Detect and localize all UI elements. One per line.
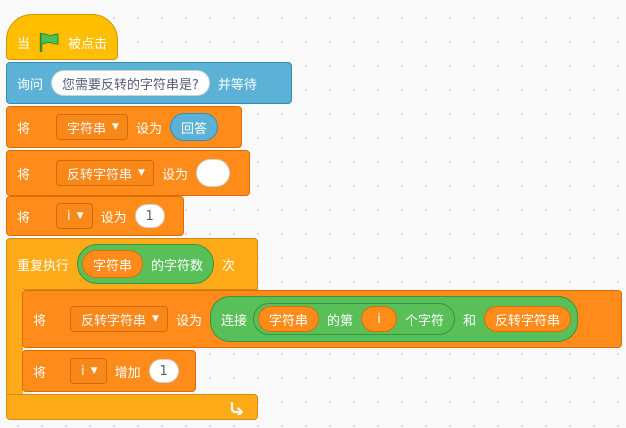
set-label: 将 <box>33 313 47 329</box>
length-label: 的字符数 <box>151 258 204 274</box>
string-variable-reporter[interactable]: 字符串 <box>257 306 319 332</box>
repeat-label: 重复执行 <box>17 258 70 274</box>
set-string-block[interactable]: 将 字符串 ▼ 设为 回答 <box>6 106 242 148</box>
when-label: 当 <box>17 36 31 52</box>
repeat-block-arm <box>6 288 23 396</box>
times-label: 次 <box>222 258 236 274</box>
letter-pre-label: 的第 <box>327 313 354 329</box>
repeat-block[interactable]: 重复执行 字符串 的字符数 次 <box>6 238 258 290</box>
question-input[interactable]: 您需要反转的字符串是? <box>51 70 210 96</box>
to-label: 设为 <box>100 210 127 226</box>
caret-down-icon: ▼ <box>76 211 84 221</box>
variable-dropdown[interactable]: 反转字符串 ▼ <box>70 306 168 332</box>
variable-name: i <box>81 363 85 379</box>
and-label: 和 <box>463 313 477 329</box>
green-flag-icon <box>38 32 60 52</box>
value-input[interactable]: 1 <box>148 359 179 383</box>
set-i-block[interactable]: 将 i ▼ 设为 1 <box>6 196 184 236</box>
variable-dropdown[interactable]: 反转字符串 ▼ <box>56 160 154 186</box>
variable-dropdown[interactable]: i ▼ <box>56 203 93 229</box>
variable-name: 字符串 <box>67 121 107 137</box>
variable-name: 反转字符串 <box>81 313 147 329</box>
change-label: 将 <box>33 365 47 381</box>
set-label: 将 <box>17 167 31 183</box>
letter-of-operator[interactable]: 字符串 的第 i 个字符 <box>252 303 456 335</box>
caret-down-icon: ▼ <box>138 168 145 178</box>
loop-arrow-icon <box>229 399 245 415</box>
variable-name: 反转字符串 <box>67 167 133 183</box>
value-input[interactable] <box>195 159 230 187</box>
string-variable-reporter[interactable]: 字符串 <box>82 250 144 278</box>
change-i-block[interactable]: 将 i ▼ 增加 1 <box>22 350 196 392</box>
caret-down-icon: ▼ <box>90 366 98 376</box>
reversed-string-variable-reporter[interactable]: 反转字符串 <box>484 306 572 332</box>
by-label: 增加 <box>114 365 141 381</box>
to-label: 设为 <box>161 167 188 183</box>
to-label: 设为 <box>135 121 162 137</box>
variable-dropdown[interactable]: 字符串 ▼ <box>56 114 128 140</box>
caret-down-icon: ▼ <box>152 314 159 324</box>
answer-reporter[interactable]: 回答 <box>169 113 218 141</box>
letter-post-label: 个字符 <box>405 313 445 329</box>
and-wait-label: 并等待 <box>217 77 257 93</box>
set-reversed-string-block[interactable]: 将 反转字符串 ▼ 设为 <box>6 150 250 196</box>
caret-down-icon: ▼ <box>112 122 119 132</box>
i-variable-reporter[interactable]: i <box>361 306 398 332</box>
when-flag-clicked-block[interactable]: 当 被点击 <box>6 14 118 60</box>
length-of-operator[interactable]: 字符串 的字符数 <box>77 244 215 284</box>
join-label: 连接 <box>220 313 247 329</box>
to-label: 设为 <box>175 313 202 329</box>
ask-and-wait-block[interactable]: 询问 您需要反转的字符串是? 并等待 <box>6 62 292 104</box>
clicked-label: 被点击 <box>68 36 108 52</box>
set-label: 将 <box>17 121 31 137</box>
ask-label: 询问 <box>17 77 44 93</box>
set-label: 将 <box>17 210 31 226</box>
value-input[interactable]: 1 <box>134 204 165 228</box>
repeat-block-bottom <box>6 394 258 420</box>
set-reversed-join-block[interactable]: 将 反转字符串 ▼ 设为 连接 字符串 的第 i 个字符 和 反转字符串 <box>22 290 622 348</box>
variable-name: i <box>67 208 71 224</box>
variable-dropdown[interactable]: i ▼ <box>70 358 107 384</box>
join-operator[interactable]: 连接 字符串 的第 i 个字符 和 反转字符串 <box>209 296 579 342</box>
